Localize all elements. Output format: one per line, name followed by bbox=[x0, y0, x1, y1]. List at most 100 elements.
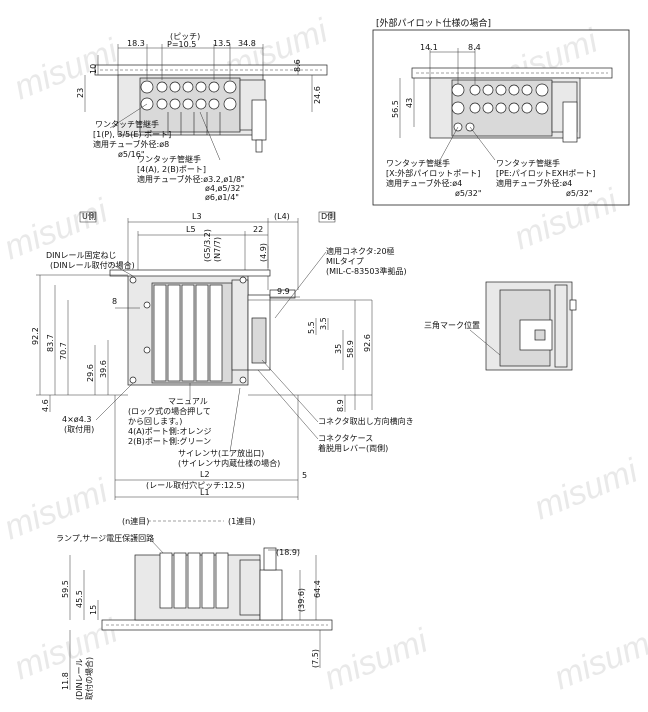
dimension-label: 39.6 bbox=[99, 360, 108, 378]
side-view: 三角マーク位置 bbox=[424, 281, 577, 371]
mounting-holes bbox=[129, 276, 247, 384]
valve-front-stations bbox=[153, 284, 223, 382]
dimension-label: 64.4 bbox=[313, 580, 322, 598]
dimension-label: [X:外部パイロットポート] bbox=[386, 168, 480, 178]
dimension-label: 4×ø4.3 bbox=[62, 415, 91, 424]
dimension-label: (ロック式の場合押して bbox=[128, 406, 211, 416]
dimension-label: (ピッチ) bbox=[170, 32, 200, 41]
dimension-label: サイレンサ(エア放出口) bbox=[178, 448, 264, 458]
dimension-label: ワンタッチ管継手 bbox=[137, 154, 201, 164]
dimension-label: 4.6 bbox=[41, 399, 50, 412]
external-pilot-frame bbox=[372, 29, 630, 206]
dimension-label: (39.6) bbox=[297, 588, 306, 612]
connector-body bbox=[251, 99, 267, 141]
dimension-label: (サイレンサ内蔵仕様の場合) bbox=[178, 458, 280, 468]
dimension-label: 22 bbox=[253, 225, 263, 234]
dimension-label: ø4,ø5/32" bbox=[205, 184, 244, 193]
dimension-label: (L4) bbox=[274, 212, 290, 221]
dimension-label: [外部パイロット仕様の場合] bbox=[376, 17, 491, 29]
dimension-label: 適用チューブ外径:ø4 bbox=[496, 178, 572, 188]
dimension-label: 58.9 bbox=[346, 340, 355, 358]
dimension-label: ランプ,サージ電圧保護回路 bbox=[56, 533, 154, 543]
dimension-label: 14.1 bbox=[420, 43, 438, 52]
dimension-label: 4(A)ポート側:オレンジ bbox=[128, 426, 212, 436]
dimension-label: U側 bbox=[82, 211, 96, 221]
dimension-label: [1(P), 3/5(E) ポート] bbox=[93, 130, 171, 139]
dimension-label: ワンタッチ管継手 bbox=[95, 119, 159, 129]
dimension-label: 三角マーク位置 bbox=[424, 320, 480, 330]
dimension-label: 5.5 bbox=[307, 321, 316, 334]
dimension-label: (n連目) bbox=[122, 516, 149, 526]
dimension-label: 適用チューブ外径:ø3.2,ø1/8" bbox=[137, 174, 245, 184]
dimension-label: マニュアル bbox=[168, 397, 208, 406]
dimension-label: ワンタッチ管継手 bbox=[496, 158, 560, 168]
dimension-label: コネクタケース bbox=[318, 434, 373, 443]
dimension-label: 適用コネクタ:20極 bbox=[326, 246, 395, 256]
dimension-label: misumi bbox=[549, 621, 648, 697]
dimension-label: 18.3 bbox=[127, 39, 145, 48]
dimension-label: (18.9) bbox=[276, 548, 300, 557]
dimension-label: 92.6 bbox=[363, 334, 372, 352]
dimension-label: [4(A), 2(B)ポート] bbox=[137, 165, 206, 174]
dimension-label: L5 bbox=[186, 225, 196, 234]
dimension-label: 29.6 bbox=[86, 364, 95, 382]
dimension-label: [PE:パイロットEXHポート] bbox=[496, 169, 595, 178]
dimension-label: 83.7 bbox=[46, 334, 55, 352]
dimension-label: 92.2 bbox=[31, 327, 40, 345]
dimension-label: ø5/32" bbox=[566, 189, 593, 198]
dimension-label: (N7/7) bbox=[213, 237, 222, 262]
dimension-label: (G5/3.2) bbox=[203, 229, 212, 262]
dimension-label: (4.9) bbox=[259, 243, 268, 262]
dimension-label: 35 bbox=[334, 344, 343, 354]
dimension-label: L3 bbox=[192, 212, 202, 221]
dimension-label: 9.9 bbox=[277, 287, 290, 296]
bottom-view: (n連目) (1連目) ランプ,サージ電圧保護回路 (18.9) 59.5 45… bbox=[56, 516, 333, 700]
dimension-label: 24.6 bbox=[313, 86, 322, 104]
dimension-label: ø5/16" bbox=[118, 150, 145, 159]
dimension-label: 13.5 bbox=[213, 39, 231, 48]
dimension-label: 適用チューブ外径:ø8 bbox=[93, 139, 169, 149]
dimension-label: 8.6 bbox=[293, 59, 302, 72]
dimension-label: L1 bbox=[200, 488, 210, 497]
dimension-label: P=10.5 bbox=[167, 40, 196, 49]
dimension-label: 8.4 bbox=[468, 43, 481, 52]
dimension-label: ø5/32" bbox=[455, 189, 482, 198]
ext-port-fittings bbox=[451, 83, 549, 132]
external-pilot-view: [外部パイロット仕様の場合] 14.1 bbox=[372, 17, 630, 206]
dimension-label: DINレール固定ねじ bbox=[46, 250, 117, 260]
dimension-label: (1連目) bbox=[228, 516, 255, 526]
dimension-label: 5 bbox=[302, 471, 307, 480]
bottom-valve-stations bbox=[159, 552, 229, 609]
dimension-label: 適用チューブ外径:ø4 bbox=[386, 178, 462, 188]
dimension-label: misumi bbox=[529, 451, 644, 527]
front-view: U側 D側 L3 (L4) L5 22 bbox=[31, 211, 414, 500]
dimension-label: (レール取付穴ピッチ:12.5) bbox=[146, 480, 245, 490]
dimension-label: (DINレール bbox=[75, 658, 84, 700]
dimension-label: 45.5 bbox=[75, 590, 84, 608]
dimension-label: (取付用) bbox=[64, 424, 94, 434]
dimension-label: MILタイプ bbox=[326, 257, 364, 266]
dimension-label: 23 bbox=[76, 88, 85, 98]
dimension-label: コネクタ取出し方向横向き bbox=[318, 416, 414, 426]
dimension-label: から回します。) bbox=[128, 417, 182, 426]
dimension-label: 8.9 bbox=[336, 399, 345, 412]
valve-stations bbox=[167, 112, 221, 135]
dimension-label: 取付の場合) bbox=[84, 657, 94, 700]
dimension-label: 43 bbox=[405, 98, 414, 108]
dimension-label: 70.7 bbox=[59, 342, 68, 360]
dimension-label: ワンタッチ管継手 bbox=[386, 158, 450, 168]
dimension-label: 59.5 bbox=[61, 580, 70, 598]
dimension-label: 10 bbox=[89, 64, 98, 74]
dimension-label: L2 bbox=[200, 470, 210, 479]
port-fittings bbox=[140, 80, 237, 111]
dimension-label: (7.5) bbox=[311, 649, 320, 668]
dimension-label: 8 bbox=[112, 297, 117, 306]
dimension-label: ø6,ø1/4" bbox=[205, 193, 239, 202]
dimension-label: 56.5 bbox=[391, 100, 400, 118]
dimension-label: 着脱用レバー(両側) bbox=[318, 443, 388, 453]
dimension-label: 2(B)ポート側:グリーン bbox=[128, 436, 211, 446]
dimension-label: 15 bbox=[89, 605, 98, 615]
dimension-label: (MIL-C-83503準拠品) bbox=[326, 266, 407, 276]
dimension-label: 3.5 bbox=[319, 317, 328, 330]
